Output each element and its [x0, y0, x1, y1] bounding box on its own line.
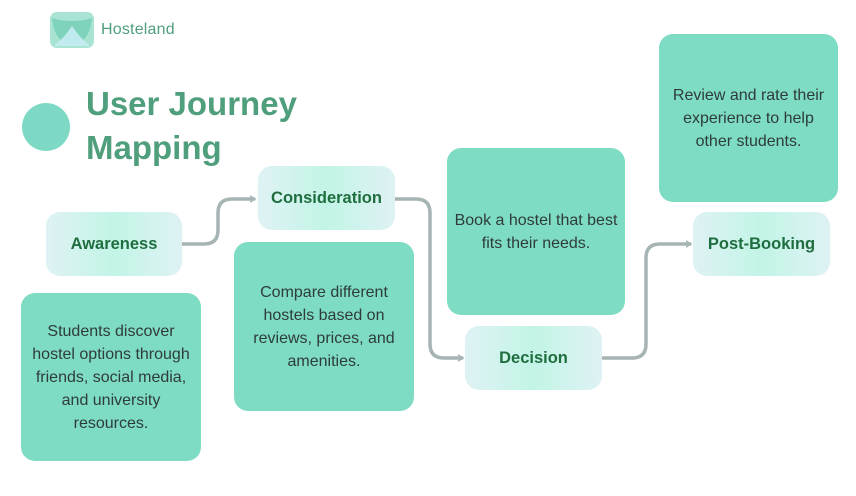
decorative-dot [22, 103, 70, 151]
description-post-booking: Review and rate their experience to help… [659, 34, 838, 202]
description-decision: Book a hostel that best fits their needs… [447, 148, 625, 315]
title-line-2: Mapping [86, 129, 222, 166]
brand-name: Hosteland [101, 21, 175, 38]
connector-consideration-decision [393, 197, 464, 358]
page-title: User Journey Mapping [86, 82, 297, 170]
description-consideration: Compare different hostels based on revie… [234, 242, 414, 411]
title-line-1: User Journey [86, 85, 297, 122]
stage-post-booking: Post-Booking [693, 212, 830, 276]
description-awareness: Students discover hostel options through… [21, 293, 201, 461]
stage-decision: Decision [465, 326, 602, 390]
leaf-logo-icon [50, 12, 94, 48]
stage-awareness: Awareness [46, 212, 182, 276]
stage-consideration: Consideration [258, 166, 395, 230]
connector-awareness-consideration [180, 199, 256, 246]
connector-decision-post-booking [601, 244, 692, 360]
